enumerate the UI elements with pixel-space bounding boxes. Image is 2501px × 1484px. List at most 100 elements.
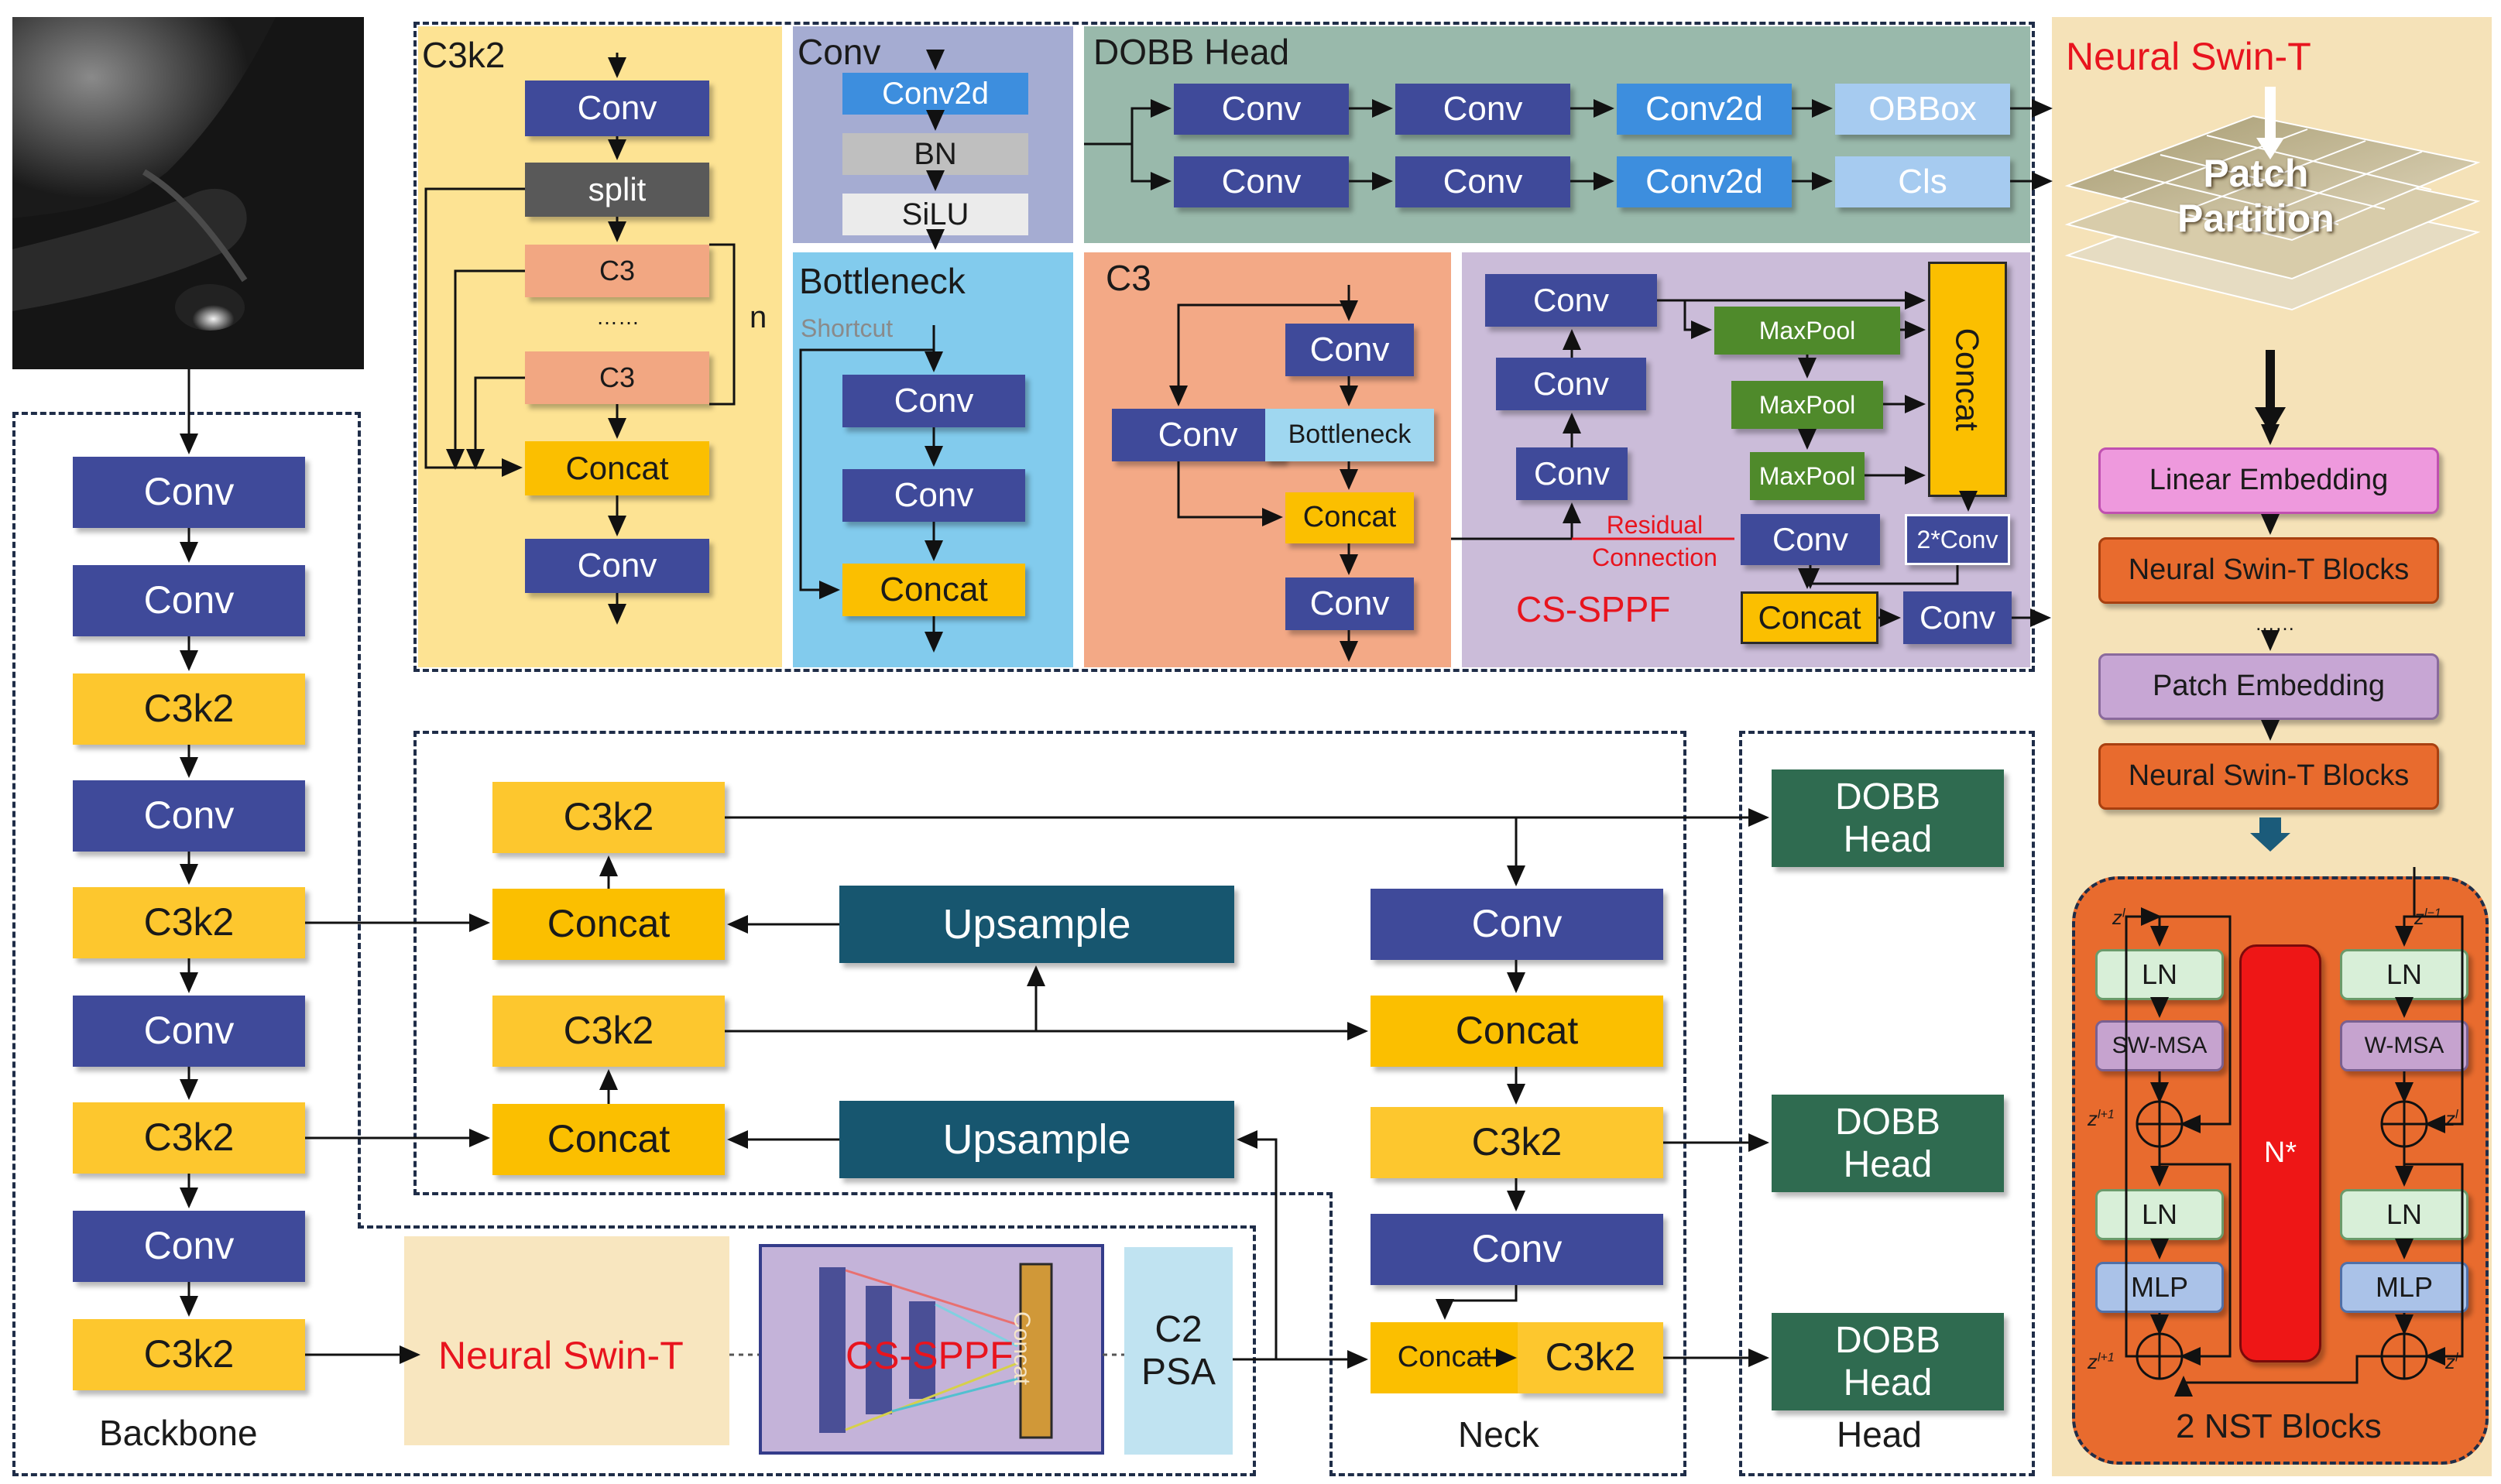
dobb-detail-row1-conv2d: Conv2d [1617, 84, 1792, 135]
c3k2-detail-conv-bottom: Conv [525, 539, 709, 593]
cssppf-detail-conv-1: Conv [1485, 274, 1657, 327]
cssppf-detail-concat: Concat [1741, 591, 1878, 644]
arrow-nst-r-skip2 [2404, 1163, 2464, 1366]
c3k2-detail-conv-top: Conv [525, 81, 709, 136]
nst-n-star: N* [2239, 944, 2321, 1362]
arrow-c3a-concat [446, 269, 525, 470]
swin-blue-arrow [2250, 817, 2290, 852]
conv-detail-title: Conv [798, 32, 881, 72]
cssppf-mini-graphic [762, 1247, 1101, 1451]
neck-c3k2-small: C3k2 [1518, 1322, 1663, 1393]
cssppf-detail-concat-vertical: Concat [1928, 262, 2007, 497]
nst-ln-1: LN [2095, 949, 2224, 1000]
sar-texture [12, 17, 364, 369]
patch-partition-label: Patch Partition [2177, 152, 2335, 240]
cssppf-detail-conv-out: Conv [1903, 591, 2012, 644]
neck-upsample-1: Upsample [839, 886, 1234, 963]
arrow-bnd-shortcut [799, 348, 934, 599]
nst-z-lp1-lower-text: z [2088, 1350, 2098, 1373]
backbone-label: Backbone [99, 1413, 258, 1453]
neck-concat-2: Concat [492, 1104, 725, 1175]
head-label: Head [1837, 1414, 1922, 1455]
neck-frame-upper [413, 731, 1686, 1195]
neck-label: Neck [1458, 1414, 1539, 1455]
conv-detail-conv2d: Conv2d [842, 73, 1028, 115]
arrow-nst-loop [2174, 1355, 2381, 1397]
bottleneck-detail-concat: Concat [842, 564, 1025, 616]
dobb-detail-row2-conv-a: Conv [1174, 156, 1349, 207]
neck-c3k2-top: C3k2 [492, 782, 725, 853]
head-dobb-2: DOBB Head [1772, 1095, 2004, 1192]
swin-black-arrowhead [2255, 407, 2286, 434]
backbone-c3k2-3: C3k2 [73, 1102, 305, 1174]
nst-z-lp1-upper-text: z [2088, 1107, 2098, 1130]
nst-z-lp1-lower: zl+1 [2088, 1350, 2115, 1373]
arrow-cssppf-mp1 [1683, 300, 1712, 339]
neck-conv-right-1: Conv [1371, 889, 1663, 960]
cssppf-mini-label: CS-SPPF [846, 1334, 1014, 1377]
backbone-conv-2: Conv [73, 565, 305, 636]
backbone-conv-1: Conv [73, 457, 305, 528]
nst-w-msa: W-MSA [2340, 1020, 2468, 1071]
bottleneck-detail-title: Bottleneck [799, 261, 966, 301]
c3k2-detail-n: n [750, 300, 767, 334]
cssppf-detail-maxpool-3: MaxPool [1750, 452, 1865, 500]
neck-conv-right-2: Conv [1371, 1214, 1663, 1285]
arrow-c3d-left-concat [1177, 461, 1283, 526]
cssppf-detail-maxpool-2: MaxPool [1731, 381, 1883, 429]
neck-concat-right: Concat [1371, 996, 1663, 1067]
neck-concat-1: Concat [492, 889, 725, 960]
c2psa-label: C2 PSA [1141, 1308, 1216, 1393]
swin-title: Neural Swin-T [2066, 35, 2311, 78]
swin-linear-embedding: Linear Embedding [2098, 447, 2439, 514]
head-dobb-1: DOBB Head [1772, 769, 2004, 867]
conv-detail-silu: SiLU [842, 194, 1028, 235]
arrow-nst-r-skip1 [2404, 915, 2464, 1133]
backbone-frame-right [358, 412, 361, 1229]
neural-swin-label: Neural Swin-T [438, 1334, 684, 1377]
nst-add-2-plus [2137, 1334, 2182, 1379]
arrow-nst-l-skip2 [2160, 1163, 2232, 1366]
arrow-convr2-concatsmall [1436, 1285, 1518, 1320]
swin-patch-embedding: Patch Embedding [2098, 653, 2439, 720]
dobb-detail-row2-conv2d: Conv2d [1617, 156, 1792, 207]
neck-c3k2-mid: C3k2 [492, 996, 725, 1067]
swin-white-arrowhead [2256, 138, 2284, 159]
arrow-group [180, 50, 2464, 1397]
cssppf-mini-pyramid [819, 1263, 1053, 1439]
arrow-dobbd-split2 [1130, 144, 1172, 190]
cssppf-detail-conv-3: Conv [1516, 447, 1628, 500]
c3-detail-conv-left: Conv [1112, 409, 1284, 461]
arrow-c3b-concat [466, 376, 525, 470]
conv-detail-bn: BN [842, 133, 1028, 175]
c3k2-detail-c3-b: C3 [525, 351, 709, 404]
arrow-cssppf-in [1451, 502, 1581, 540]
neck-frame-lower [1329, 1192, 1686, 1476]
nst-z-l-left: zl [2112, 906, 2125, 929]
cssppf-detail-conv-2: Conv [1496, 358, 1646, 410]
nst-title: 2 NST Blocks [2176, 1407, 2382, 1445]
patch-partition-layers [2064, 115, 2481, 311]
bottleneck-detail-conv-1: Conv [842, 375, 1025, 427]
nst-ln-2: LN [2095, 1189, 2224, 1240]
dobb-detail-row2-conv-b: Conv [1395, 156, 1570, 207]
dobb-detail-title: DOBB Head [1093, 32, 1290, 72]
c3-detail-concat: Concat [1285, 492, 1414, 543]
c3-detail-conv-top: Conv [1285, 324, 1414, 376]
sar-input-image [12, 17, 364, 369]
arrow-nst-left-return [2125, 907, 2162, 1358]
backbone-conv-4: Conv [73, 996, 305, 1067]
top-detail-frame [413, 22, 2035, 672]
backbone-bottom-extension [358, 1225, 1256, 1476]
arrow-cssppf-2conv-concat [1798, 565, 1959, 589]
patch-partition-graphic [2060, 101, 2486, 379]
dobb-detail-obbox: OBBox [1835, 84, 2010, 135]
arrow-c2psa-up2 [1237, 1130, 1278, 1359]
nst-mlp-2: MLP [2340, 1262, 2468, 1313]
nst-ln-3: LN [2340, 949, 2468, 1000]
arrow-c3k2mid-up1 [725, 965, 1045, 1033]
arrow-c3d-left [1169, 303, 1349, 406]
c3k2-detail-c3-a: C3 [525, 245, 709, 297]
backbone-c3k2-1: C3k2 [73, 673, 305, 745]
